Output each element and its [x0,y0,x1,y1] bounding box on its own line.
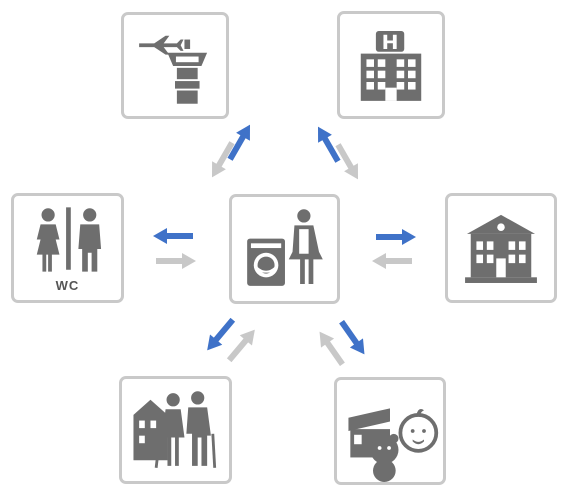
arrow-from-hotel [372,253,412,269]
wc-label: WC [55,278,80,293]
arrow-from-elderly-care [223,325,261,366]
laundry-center-box [229,194,340,304]
airport-icon [139,35,208,104]
airport-box [121,12,229,119]
arrow-to-elderly-care [201,315,239,356]
arrow-to-restroom [153,228,193,244]
hotel-box [445,193,557,303]
hospital-box [337,11,445,119]
restroom-icon [36,207,102,272]
elderly-care-box [119,376,232,484]
arrow-to-kindergarten [335,317,371,359]
arrow-from-restroom [156,253,196,269]
laundry-worker-icon [247,209,323,286]
hospital-icon [360,31,422,101]
arrow-from-kindergarten [313,327,349,369]
arrow-to-hospital [311,123,345,166]
restroom-box: WC [11,193,124,303]
kindergarten-icon [348,408,439,482]
arrow-from-airport [205,139,239,182]
arrow-to-airport [223,121,257,164]
kindergarten-box [334,377,446,485]
hotel-icon [465,214,537,283]
elderly-couple-icon [133,391,217,468]
arrow-to-hotel [376,229,416,245]
arrow-from-hospital [331,141,365,184]
